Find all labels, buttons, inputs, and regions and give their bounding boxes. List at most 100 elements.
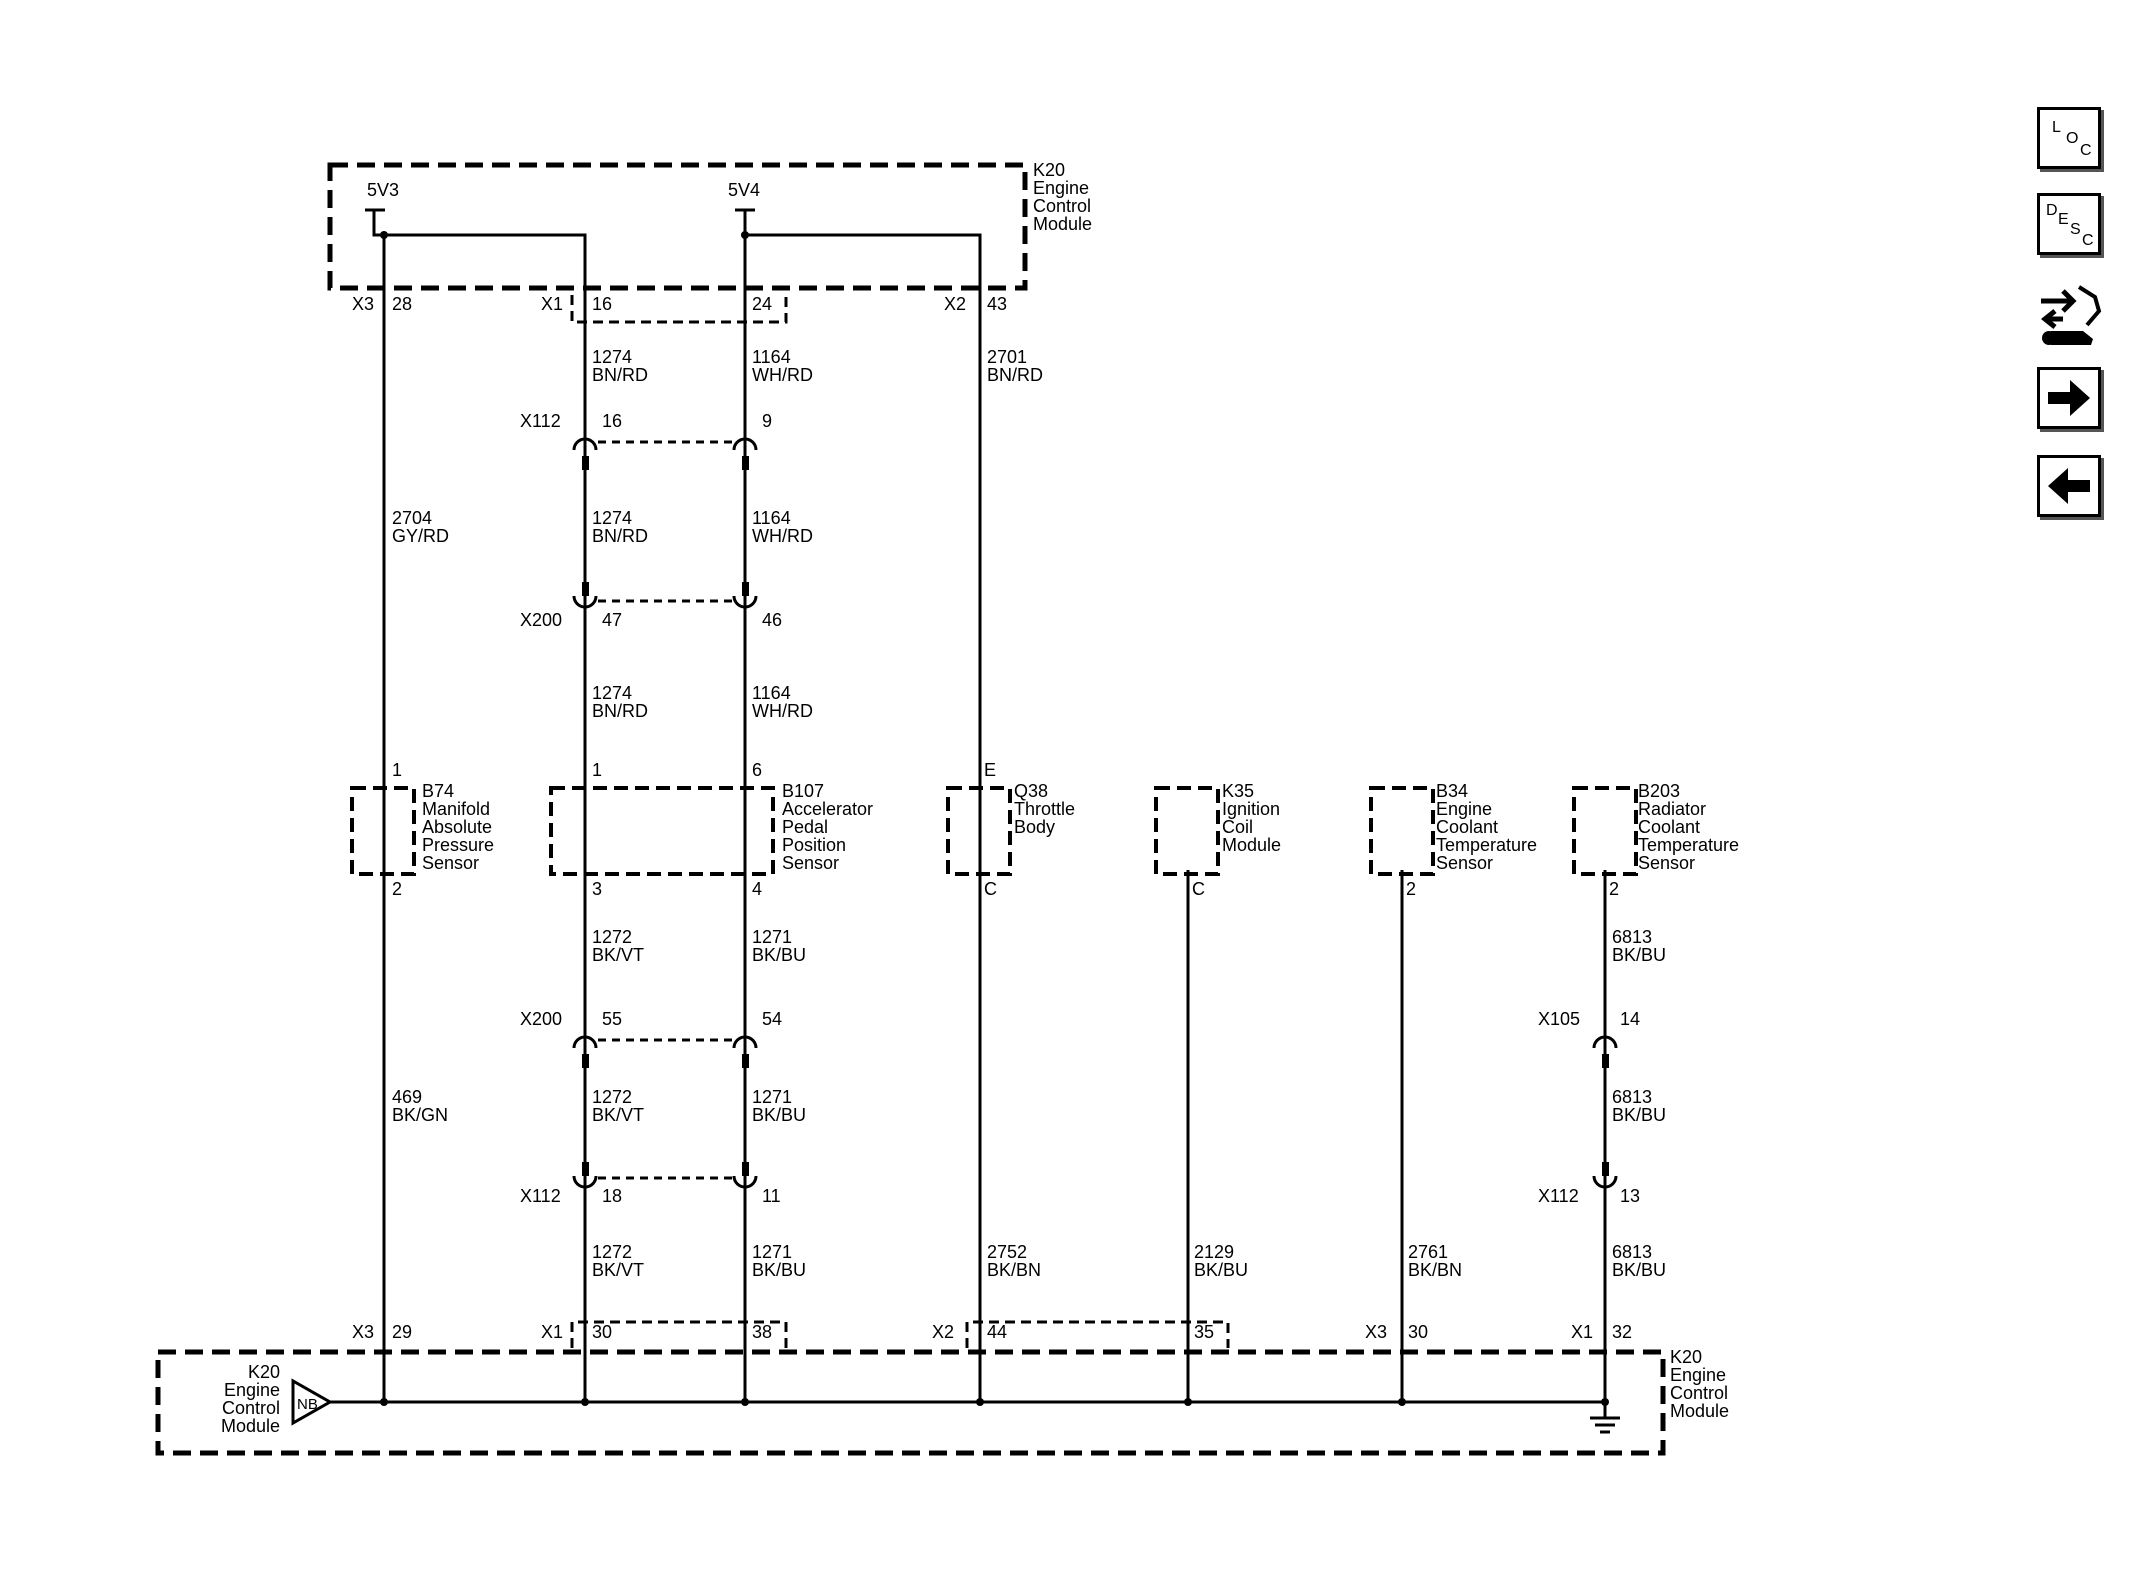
schematic-label: 1274 xyxy=(592,683,632,703)
schematic-label: 6 xyxy=(752,760,762,780)
schematic-label: X112 xyxy=(520,1186,561,1206)
b74-box xyxy=(350,786,416,876)
schematic-label: Pedal xyxy=(782,817,828,837)
schematic-label: BK/VT xyxy=(592,945,644,965)
schematic-label: 1164 xyxy=(752,508,791,528)
schematic-label: Module xyxy=(1670,1401,1729,1421)
schematic-label: K20 xyxy=(248,1362,280,1382)
schematic-label: B107 xyxy=(782,781,824,801)
schematic-label: BK/BU xyxy=(752,1260,806,1280)
desc-button[interactable]: D E S C xyxy=(2037,193,2101,255)
schematic-label: 16 xyxy=(592,294,612,314)
schematic-label: K20 xyxy=(1670,1347,1702,1367)
schematic-label: 6813 xyxy=(1612,1242,1652,1262)
schematic-label: BK/VT xyxy=(592,1260,644,1280)
schematic-label: WH/RD xyxy=(752,526,813,546)
q38-box xyxy=(946,786,1012,876)
schematic-label: 13 xyxy=(1620,1186,1640,1206)
k35-box xyxy=(1154,786,1220,876)
schematic-label: X2 xyxy=(944,294,966,314)
schematic-label: 1164 xyxy=(752,347,791,367)
ecm-bottom-right-label: K20 Engine Control Module xyxy=(1670,1347,1729,1421)
schematic-label: 1271 xyxy=(752,1087,792,1107)
schematic-label: 2701 xyxy=(987,347,1027,367)
schematic-label: BN/RD xyxy=(592,365,648,385)
schematic-label: X1 xyxy=(541,1322,563,1342)
schematic-label: 30 xyxy=(1408,1322,1428,1342)
schematic-label: X112 xyxy=(520,411,561,431)
schematic-label: 1272 xyxy=(592,1087,632,1107)
schematic-label: Coolant xyxy=(1436,817,1498,837)
schematic-label: X105 xyxy=(1538,1009,1580,1029)
schematic-label: B203 xyxy=(1638,781,1680,801)
schematic-label: X200 xyxy=(520,610,562,630)
ecm-bottom-box xyxy=(155,1349,1666,1456)
schematic-label: 2129 xyxy=(1194,1242,1234,1262)
nb-triangle-icon xyxy=(291,1378,334,1426)
schematic-label: BK/BU xyxy=(1612,1105,1666,1125)
nb-label: NB xyxy=(297,1396,318,1413)
schematic-label: 44 xyxy=(987,1322,1007,1342)
schematic-label: Body xyxy=(1014,817,1055,837)
schematic-label: Position xyxy=(782,835,846,855)
schematic-label: Engine xyxy=(1436,799,1492,819)
schematic-label: 43 xyxy=(987,294,1007,314)
schematic-label: GY/RD xyxy=(392,526,449,546)
schematic-label: 38 xyxy=(752,1322,772,1342)
schematic-label: 2704 xyxy=(392,508,432,528)
b107-box xyxy=(549,786,775,876)
svg-text:E: E xyxy=(2058,211,2069,228)
schematic-label: 2 xyxy=(1406,879,1416,899)
wiring-schematic: K20 Engine Control Module 5V3 5V4 X3 28 … xyxy=(155,160,1739,1456)
schematic-label: WH/RD xyxy=(752,701,813,721)
supply-5v4: 5V4 xyxy=(728,180,760,200)
schematic-label: Control xyxy=(1670,1383,1728,1403)
schematic-label: X2 xyxy=(932,1322,954,1342)
schematic-label: BN/RD xyxy=(592,526,648,546)
schematic-label: Coolant xyxy=(1638,817,1700,837)
svg-text:C: C xyxy=(2082,232,2094,249)
schematic-label: BK/VT xyxy=(592,1105,644,1125)
schematic-label: 47 xyxy=(602,610,622,630)
schematic-label: BK/BU xyxy=(1612,945,1666,965)
schematic-label: Accelerator xyxy=(782,799,873,819)
schematic-label: Sensor xyxy=(782,853,839,873)
schematic-label: 4 xyxy=(752,879,762,899)
svg-text:L: L xyxy=(2052,119,2061,136)
schematic-label: Control xyxy=(1033,196,1091,216)
schematic-label: 469 xyxy=(392,1087,422,1107)
ecm-bottom-left-label: K20 Engine Control Module xyxy=(221,1362,280,1436)
ecm-top-box xyxy=(327,162,1028,291)
schematic-label: Engine xyxy=(1670,1365,1726,1385)
schematic-label: Engine xyxy=(224,1380,280,1400)
schematic-label: 9 xyxy=(762,411,772,431)
svg-text:C: C xyxy=(2080,142,2092,159)
schematic-label: X200 xyxy=(520,1009,562,1029)
svg-text:D: D xyxy=(2046,202,2058,219)
schematic-label: B74 xyxy=(422,781,454,801)
schematic-label: BK/BN xyxy=(1408,1260,1462,1280)
arrow-left-icon xyxy=(2048,468,2090,504)
desc-icon: D E S C xyxy=(2046,202,2094,249)
b203-label: B203 Radiator Coolant Temperature Sensor xyxy=(1638,781,1739,873)
schematic-label: 28 xyxy=(392,294,412,314)
wrench-connector-button[interactable] xyxy=(2033,281,2107,351)
schematic-label: Module xyxy=(221,1416,280,1436)
schematic-label: X3 xyxy=(352,294,374,314)
schematic-label: X1 xyxy=(541,294,563,314)
schematic-label: 1 xyxy=(592,760,602,780)
forward-button[interactable] xyxy=(2037,367,2101,429)
schematic-label: 1 xyxy=(392,760,402,780)
schematic-label: 6813 xyxy=(1612,1087,1652,1107)
loc-button[interactable]: L O C xyxy=(2037,107,2101,169)
schematic-label: 2761 xyxy=(1408,1242,1448,1262)
schematic-label: C xyxy=(1192,879,1205,899)
schematic-label: Throttle xyxy=(1014,799,1075,819)
schematic-label: 32 xyxy=(1612,1322,1632,1342)
schematic-label: BN/RD xyxy=(592,701,648,721)
schematic-label: Manifold xyxy=(422,799,490,819)
schematic-label: BK/GN xyxy=(392,1105,448,1125)
svg-text:O: O xyxy=(2066,130,2078,147)
schematic-label: C xyxy=(984,879,997,899)
back-button[interactable] xyxy=(2037,455,2101,517)
